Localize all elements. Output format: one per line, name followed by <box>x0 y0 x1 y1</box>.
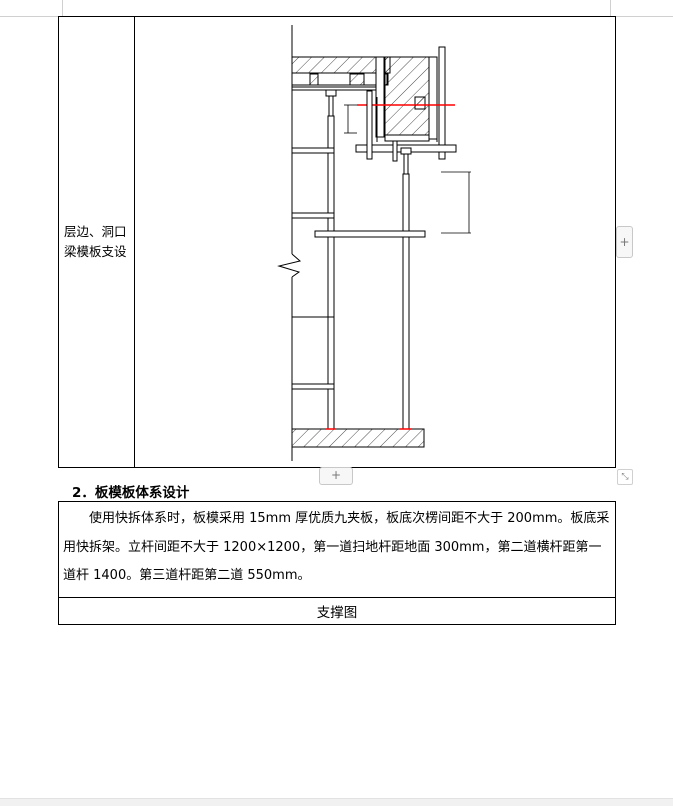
left-prop <box>325 89 337 430</box>
page-margin-guide-left <box>62 0 63 16</box>
beam-side-posts <box>366 90 398 162</box>
page-bottom-edge <box>0 798 673 806</box>
base-slab <box>291 428 425 448</box>
right-prop <box>400 147 412 430</box>
drawing-cell <box>134 16 616 468</box>
horizontal-ledgers <box>291 147 426 390</box>
top-slab <box>291 56 391 91</box>
section-heading: 2．板模板体系设计 <box>72 485 190 501</box>
add-column-button[interactable]: + <box>616 226 633 258</box>
beam-formwork-table: 层边、洞口梁模板支设 <box>58 16 616 468</box>
page-margin-guide-top-left <box>0 16 62 17</box>
slab-formwork-table: 使用快拆体系时，板模采用 15mm 厚优质九夹板，板底次楞间距不大于 200mm… <box>58 501 616 625</box>
dimension-marks <box>344 104 471 234</box>
row-label-cell: 层边、洞口梁模板支设 <box>58 16 135 468</box>
formwork-drawing <box>277 25 471 461</box>
row-label: 层边、洞口梁模板支设 <box>64 224 127 259</box>
add-row-button[interactable]: + <box>319 467 353 485</box>
edge-beam <box>375 46 446 160</box>
design-paragraph: 使用快拆体系时，板模采用 15mm 厚优质九夹板，板底次楞间距不大于 200mm… <box>58 501 616 598</box>
page-margin-guide-right <box>610 0 611 16</box>
table-resize-handle[interactable]: ⤡ <box>617 469 633 485</box>
support-caption: 支撑图 <box>58 596 616 625</box>
page-margin-guide-top-right <box>610 16 673 17</box>
